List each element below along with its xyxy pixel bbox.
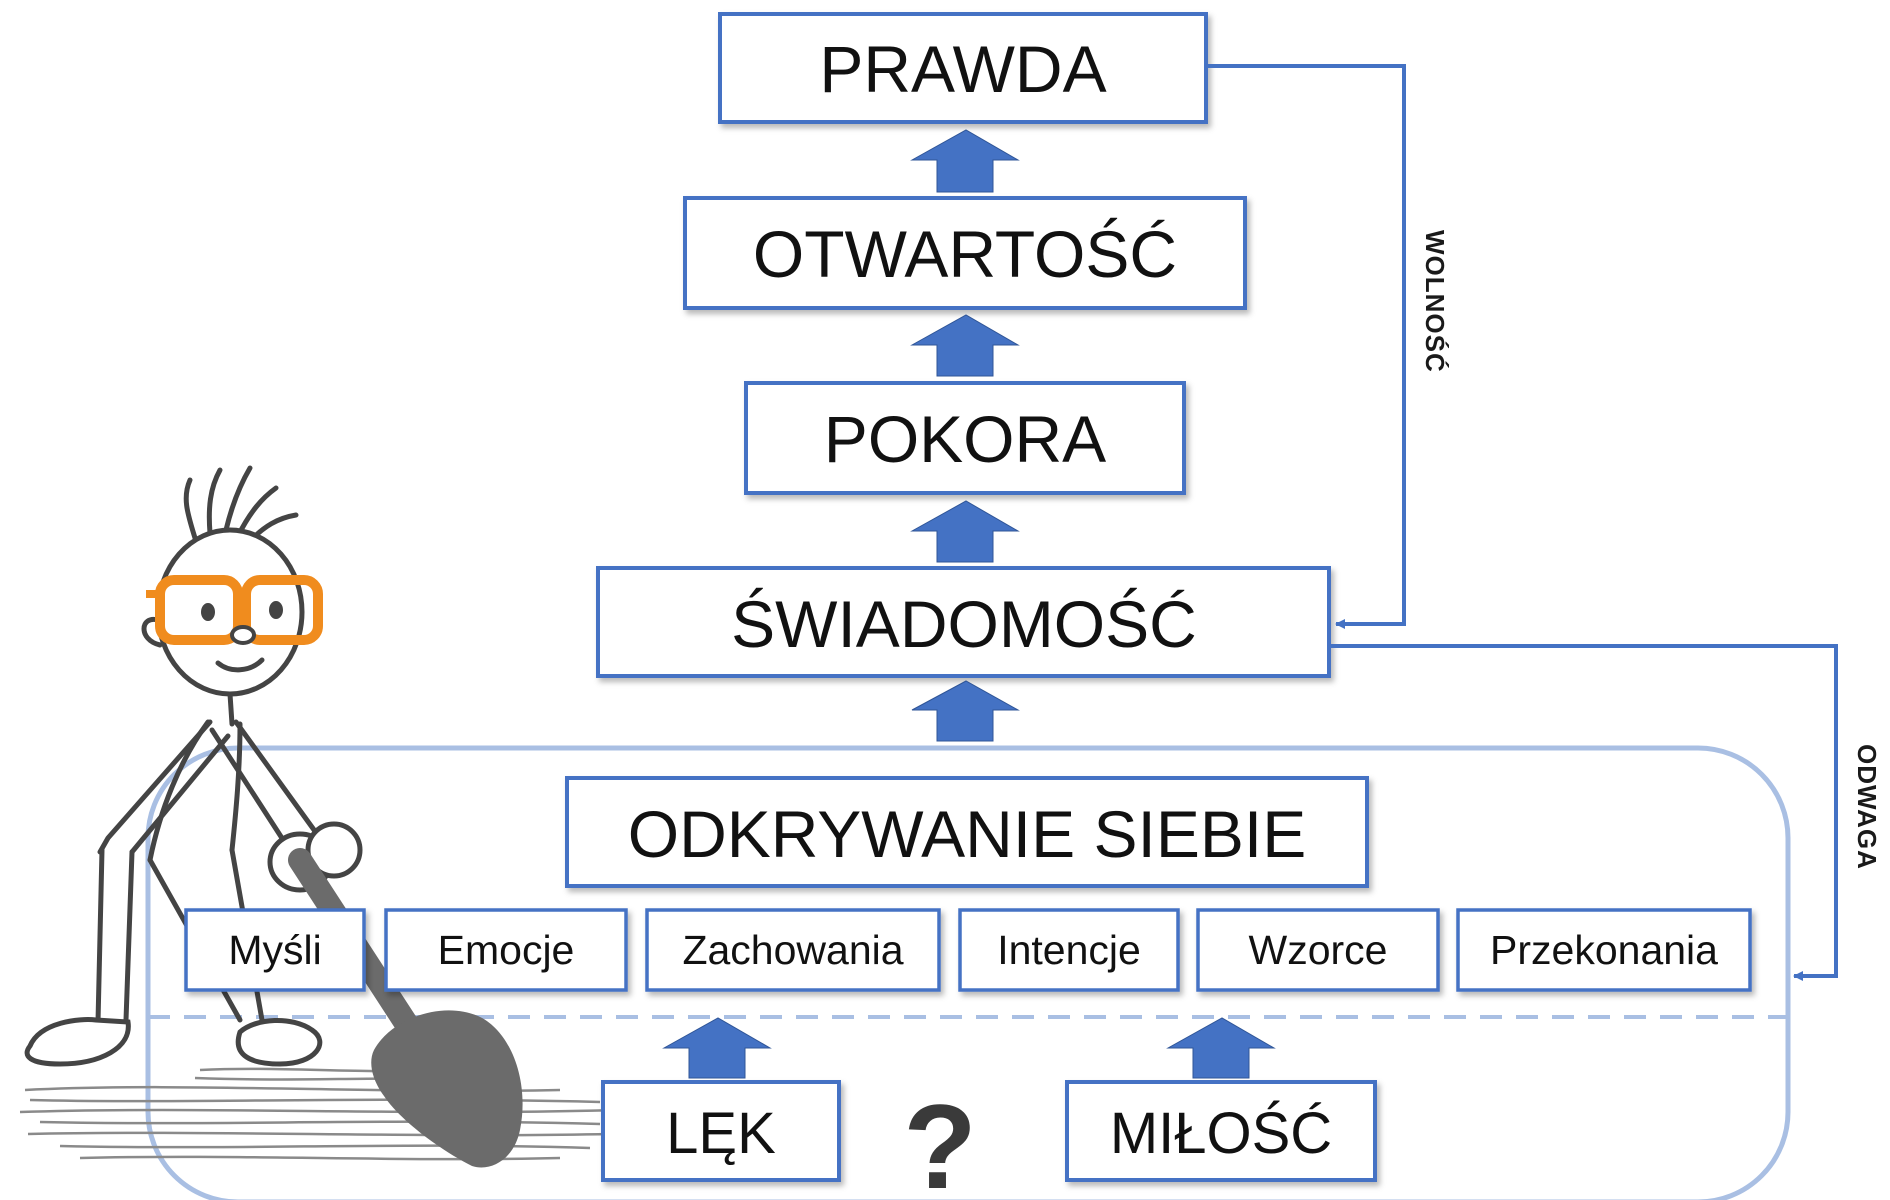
up-arrow-2 <box>910 314 1020 377</box>
element-label: Zachowania <box>682 927 903 973</box>
box-lek-label: LĘK <box>666 1101 776 1166</box>
element-label: Intencje <box>997 927 1141 973</box>
element-label: Emocje <box>438 927 575 973</box>
box-prawda: PRAWDA <box>718 12 1208 124</box>
box-otwartosc: OTWARTOŚĆ <box>683 196 1247 310</box>
element-wzorce: Wzorce <box>1196 908 1440 992</box>
element-mysli: Myśli <box>184 908 366 992</box>
up-arrow-4 <box>911 680 1020 742</box>
box-pokora-label: POKORA <box>824 402 1106 476</box>
box-prawda-label: PRAWDA <box>819 32 1106 106</box>
element-zachowania: Zachowania <box>645 908 941 992</box>
ground-scribble <box>19 1067 621 1161</box>
up-arrow-1 <box>910 129 1020 193</box>
label-wolnosc: WOLNOŚĆ <box>1420 230 1450 373</box>
box-milosc-label: MIŁOŚĆ <box>1110 1101 1332 1166</box>
connector-wolnosc <box>1208 64 1406 629</box>
question-mark: ? <box>903 1080 976 1200</box>
box-odkrywanie-label: ODKRYWANIE SIEBIE <box>628 797 1307 871</box>
up-arrow-3 <box>910 500 1020 563</box>
element-przekonania: Przekonania <box>1456 908 1752 992</box>
connector-odwaga <box>1331 644 1838 981</box>
box-otwartosc-label: OTWARTOŚĆ <box>753 217 1177 291</box>
element-label: Wzorce <box>1249 927 1388 973</box>
box-lek: LĘK <box>601 1080 841 1182</box>
up-arrow-milosc <box>1166 1017 1276 1079</box>
element-intencje: Intencje <box>958 908 1180 992</box>
glasses-icon <box>146 575 323 645</box>
box-milosc: MIŁOŚĆ <box>1065 1080 1377 1182</box>
box-odkrywanie-siebie: ODKRYWANIE SIEBIE <box>565 776 1369 888</box>
label-odwaga: ODWAGA <box>1852 744 1882 870</box>
box-swiadomosc: ŚWIADOMOŚĆ <box>596 566 1331 678</box>
box-swiadomosc-label: ŚWIADOMOŚĆ <box>731 587 1197 661</box>
element-label: Przekonania <box>1490 927 1718 973</box>
box-pokora: POKORA <box>744 381 1186 495</box>
up-arrow-lek <box>662 1017 772 1079</box>
element-emocje: Emocje <box>384 908 628 992</box>
element-label: Myśli <box>228 927 321 973</box>
